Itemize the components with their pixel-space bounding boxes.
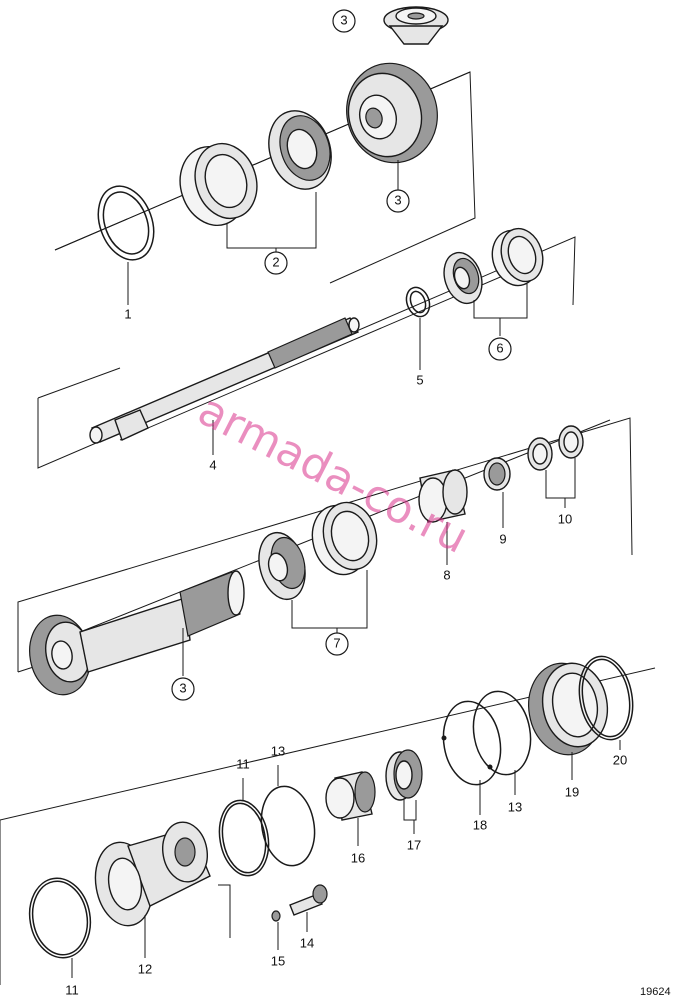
needle-bearing-part-16 (325, 771, 376, 821)
callout-8: 8 (443, 567, 450, 582)
callout-5: 5 (416, 372, 423, 387)
callout-20: 20 (613, 752, 627, 767)
bevel-gear-part-3 (346, 62, 438, 164)
callout-18: 18 (473, 817, 487, 832)
callout-1: 1 (124, 306, 131, 321)
callout-11-left: 11 (65, 982, 79, 997)
svg-text:3: 3 (394, 192, 401, 207)
callout-12: 12 (138, 961, 152, 976)
callout-13-right: 13 (508, 799, 522, 814)
small-bevel-gear-part (383, 6, 449, 45)
callout-13-left: 13 (271, 743, 285, 758)
seal-ring-part-13 (260, 785, 316, 867)
o-ring-part-11-mid (218, 799, 270, 877)
callout-6: 6 (488, 337, 512, 361)
callout-3-top: 3 (332, 9, 356, 33)
taper-bearing-part-2 (268, 110, 332, 190)
callout-16: 16 (351, 850, 365, 865)
callout-7: 7 (325, 632, 349, 656)
washer-part-5 (405, 286, 431, 318)
ring-part-1 (97, 185, 155, 261)
bearing-part-17 (385, 749, 423, 801)
washer-part-15 (271, 910, 281, 922)
o-ring-part-20 (578, 655, 634, 741)
main-shaft-part-4 (89, 317, 360, 444)
callout-3-shaft: 3 (171, 677, 195, 701)
callout-11-mid: 11 (236, 756, 250, 771)
housing-part-12 (94, 821, 211, 927)
bearing-part-6 (443, 227, 544, 305)
bolt-part-14 (289, 884, 328, 916)
o-ring-part-11 (28, 877, 92, 959)
seal-ring-part-13-right (472, 690, 532, 776)
callout-4: 4 (209, 457, 216, 472)
callout-3-gear: 3 (386, 189, 410, 213)
bearing-part-7 (258, 501, 378, 601)
svg-text:2: 2 (272, 254, 279, 269)
pinion-shaft-part-3 (29, 570, 245, 696)
callout-17: 17 (407, 837, 421, 852)
callout-15: 15 (271, 953, 285, 968)
bushing-part-9 (483, 457, 511, 491)
sleeve-part-8 (418, 469, 468, 523)
svg-text:7: 7 (333, 635, 340, 650)
svg-text:6: 6 (496, 340, 503, 355)
rings-part-10 (527, 425, 584, 471)
figure-number: 19624 (640, 986, 671, 998)
callout-9: 9 (499, 531, 506, 546)
bearing-cup-part-2 (179, 142, 258, 227)
gear-ring-part-19 (528, 662, 609, 756)
svg-text:3: 3 (340, 12, 347, 27)
svg-text:3: 3 (179, 680, 186, 695)
callout-19: 19 (565, 784, 579, 799)
callout-10: 10 (558, 511, 572, 526)
callout-14: 14 (300, 935, 314, 950)
callout-2: 2 (264, 251, 288, 275)
